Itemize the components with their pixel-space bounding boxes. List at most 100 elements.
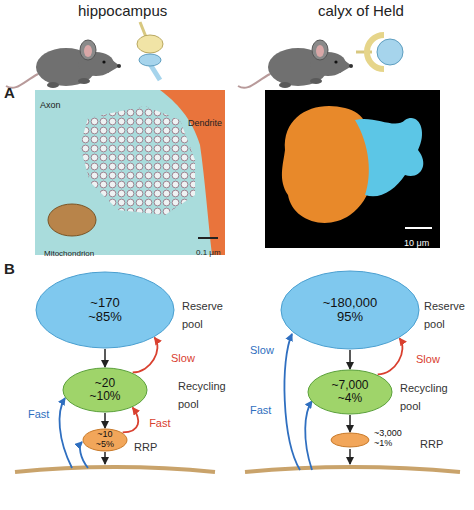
flow-arrow <box>349 350 351 369</box>
label-holder: hippocampus <box>78 2 167 20</box>
pool-label-holder: Recycling pool <box>178 376 238 413</box>
release-arrow <box>104 452 106 464</box>
rate-label: Fast <box>28 408 49 420</box>
rate-label: Fast <box>149 417 170 429</box>
pool-counts: ~10~5% <box>82 428 128 452</box>
scale-label: 0.1 μm <box>196 248 221 257</box>
label-holder: Slow <box>171 348 195 366</box>
mouse-figure <box>238 40 353 88</box>
flow-arrow <box>349 415 351 432</box>
flow-arrow <box>104 413 106 428</box>
pool-node: ~20~10%Recycling pool <box>62 367 148 413</box>
panel-title: calyx of Held <box>318 2 404 19</box>
pool-ellipse-shape <box>83 429 127 451</box>
scale-label: 10 μm <box>404 238 429 248</box>
label-holder: A <box>4 84 15 102</box>
rate-label: Slow <box>250 344 274 356</box>
label-holder: Slow <box>250 340 274 358</box>
pool-node: ~7,000~4%Recycling pool <box>307 369 393 415</box>
pool-count: ~5% <box>96 440 114 450</box>
pool-label-holder: Reserve pool <box>424 296 472 333</box>
label-holder: B <box>4 260 15 278</box>
pool-count: ~3,000 <box>374 429 402 439</box>
rate-label: Fast <box>250 404 271 416</box>
label-holder: Slow <box>416 349 440 367</box>
pool-name: Reserve pool <box>182 300 223 330</box>
rate-label: Slow <box>416 353 440 365</box>
pool-count: ~10% <box>89 390 120 403</box>
mouse-foot <box>78 78 90 84</box>
pool-ellipse-shape <box>63 368 147 412</box>
part-name: Mitochondrion <box>44 249 94 258</box>
axon-stalk <box>140 22 146 37</box>
pool-node: ~10~5%RRP <box>82 428 128 452</box>
pool-count: ~10 <box>97 430 112 440</box>
pool-counts: ~20~10% <box>62 367 148 413</box>
mitochondrion-shape <box>48 204 96 236</box>
part-name: Dendrite <box>188 118 222 128</box>
pool-counts: ~180,00095% <box>280 270 420 350</box>
pool-count: ~7,000 <box>331 379 368 392</box>
pool-name: RRP <box>420 438 443 450</box>
part-name: Axon <box>40 100 61 110</box>
mouse-figure <box>6 40 121 88</box>
bouton <box>137 35 163 53</box>
pool-count: ~180,000 <box>323 296 378 310</box>
label-holder: 10 μm <box>404 232 429 250</box>
pool-label-holder: Recycling pool <box>400 378 460 415</box>
label-holder: Fast <box>149 413 170 431</box>
mouse-snout <box>340 57 352 73</box>
axon-region <box>35 90 225 255</box>
release-arrow <box>349 449 351 464</box>
mouse-foot <box>310 78 322 84</box>
endocytosis-arrow <box>60 398 72 468</box>
mouse-ear-inner <box>84 45 92 57</box>
label-holder: calyx of Held <box>318 2 404 20</box>
label-holder: Fast <box>28 404 49 422</box>
postsynaptic-cell <box>377 39 403 65</box>
pool-ellipse-shape <box>281 271 419 349</box>
pool-ellipse-shape <box>331 433 369 447</box>
dendrite-region <box>160 90 225 255</box>
endocytosis-arrow <box>284 334 300 470</box>
label-holder: Dendrite <box>188 112 222 130</box>
label-holder: Fast <box>250 400 271 418</box>
pool-ellipse-shape <box>308 370 392 414</box>
scale-bar <box>198 237 218 239</box>
vesicle-cluster <box>80 106 195 215</box>
mouse-eye <box>102 60 105 63</box>
mouse-ear <box>80 40 96 60</box>
plasma-membrane <box>15 467 215 472</box>
panel-letter: B <box>4 260 15 277</box>
spine-head <box>139 54 161 66</box>
pool-name: Recycling pool <box>178 380 226 410</box>
pool-count: 95% <box>337 310 363 324</box>
pool-count: ~4% <box>338 392 362 405</box>
pool-label-holder: RRP <box>420 434 460 452</box>
label-holder: 0.1 μm <box>196 241 221 259</box>
label-holder: Axon <box>40 94 61 112</box>
pool-node: ~170~85%Reserve pool <box>35 271 175 349</box>
mouse-eye <box>334 60 337 63</box>
pool-node: ~3,000~1%RRP <box>330 432 370 448</box>
mouse-nose <box>117 64 121 68</box>
pool-name: Reserve pool <box>424 300 465 330</box>
calyx-icon <box>356 35 403 69</box>
pool-label-holder: RRP <box>134 437 174 455</box>
postsynaptic-neuron <box>355 118 423 196</box>
pool-name: Recycling pool <box>400 382 448 412</box>
pool-counts: ~7,000~4% <box>307 369 393 415</box>
mouse-ear <box>312 40 328 60</box>
pool-counts: ~3,000~1% <box>374 429 402 449</box>
mouse-foot <box>47 82 59 88</box>
calyx-reconstruction <box>265 90 440 248</box>
plasma-membrane <box>245 467 460 472</box>
synapse-icon <box>137 22 163 80</box>
panel-title: hippocampus <box>78 2 167 19</box>
mouse-nose <box>349 64 353 68</box>
flow-arrow <box>104 349 106 367</box>
em-reconstruction <box>35 90 225 255</box>
endocytosis-arrow <box>305 401 312 470</box>
mouse-tail <box>238 74 270 88</box>
